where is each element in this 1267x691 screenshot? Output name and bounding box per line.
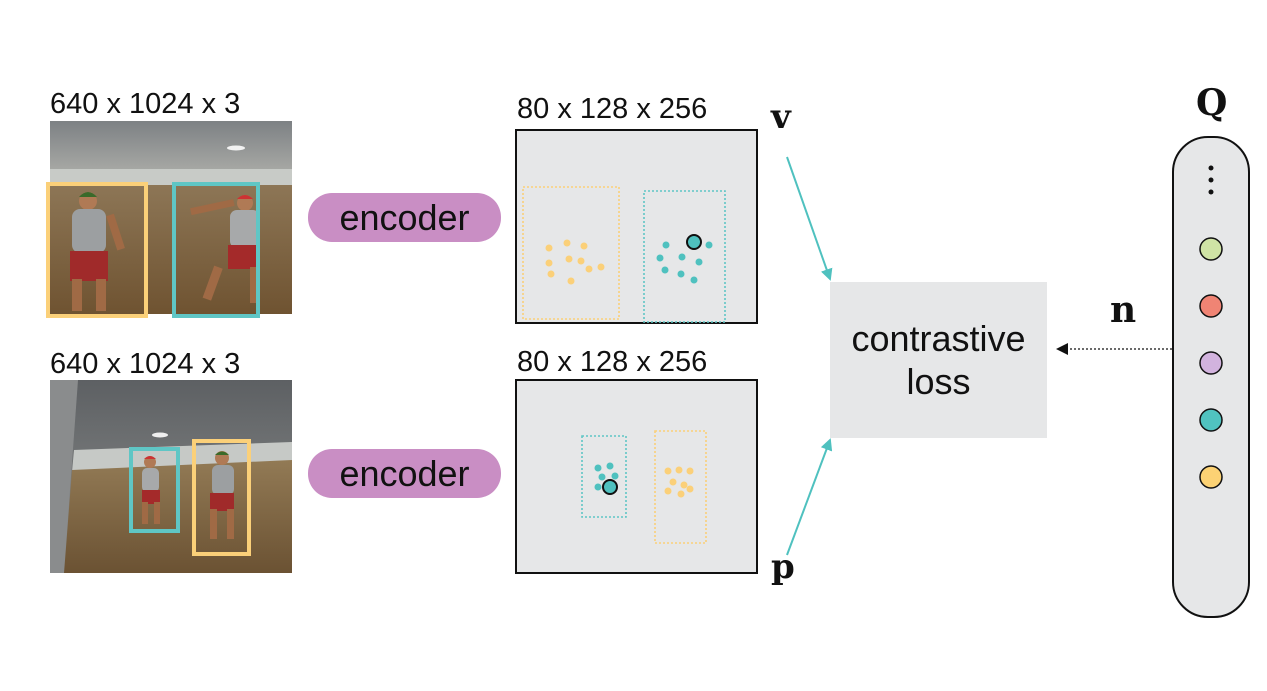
queue-entry — [1199, 465, 1223, 489]
queue-entry — [1199, 408, 1223, 432]
player-left — [70, 192, 125, 311]
top-photo-illustration — [50, 121, 292, 314]
memory-queue — [1172, 136, 1250, 618]
person-b-box-top — [172, 182, 260, 318]
queue-entry — [1199, 294, 1223, 318]
loss-label-line1: contrastive — [851, 317, 1026, 359]
feature-region-b-top — [643, 190, 726, 323]
negative-n-label: n — [1110, 289, 1137, 331]
arrow-v-to-loss — [786, 156, 833, 281]
feature-region-a-bottom — [654, 430, 707, 544]
top-encoder: encoder — [308, 193, 501, 242]
queue-entry — [1199, 237, 1223, 261]
queue-entry — [1199, 351, 1223, 375]
player-small — [142, 456, 160, 524]
query-vector-v-point — [686, 234, 702, 250]
frisbee — [152, 432, 168, 438]
feature-dots-b-bottom — [594, 462, 619, 491]
top-feature-dims: 80 x 128 x 256 — [517, 93, 708, 125]
sky — [50, 121, 292, 173]
queue-title: Q — [1196, 82, 1228, 124]
person-a-box-bottom — [192, 439, 251, 556]
bottom-encoder-label: encoder — [339, 452, 470, 494]
bottom-feature-dims: 80 x 128 x 256 — [517, 346, 708, 378]
bottom-input-dims: 640 x 1024 x 3 — [50, 348, 241, 380]
feature-dots-a-bottom — [664, 466, 694, 498]
feature-dots-b-top — [656, 241, 713, 284]
positive-p-point — [602, 479, 618, 495]
feature-region-b-bottom — [581, 435, 627, 518]
top-encoder-label: encoder — [339, 196, 470, 238]
loss-label-line2: loss — [906, 361, 971, 402]
feature-dots-a-top — [545, 239, 605, 285]
arrow-p-to-loss — [786, 438, 833, 556]
contrastive-loss-box: contrastive loss — [830, 282, 1047, 438]
top-feature-map — [515, 129, 758, 324]
person-b-box-bottom — [129, 447, 180, 533]
bottom-encoder: encoder — [308, 449, 501, 498]
vector-v-label: v — [771, 97, 791, 137]
top-input-dims: 640 x 1024 x 3 — [50, 88, 241, 120]
vector-p-label: p — [771, 547, 795, 587]
bottom-feature-map — [515, 379, 758, 574]
queue-ellipsis-icon — [1208, 165, 1214, 195]
top-input-photo — [50, 121, 292, 314]
feature-region-a-top — [522, 186, 620, 320]
player-large — [210, 451, 234, 539]
player-right — [190, 195, 260, 303]
person-a-box-top — [46, 182, 148, 318]
queue-entries — [1199, 237, 1223, 489]
frisbee — [227, 145, 245, 151]
